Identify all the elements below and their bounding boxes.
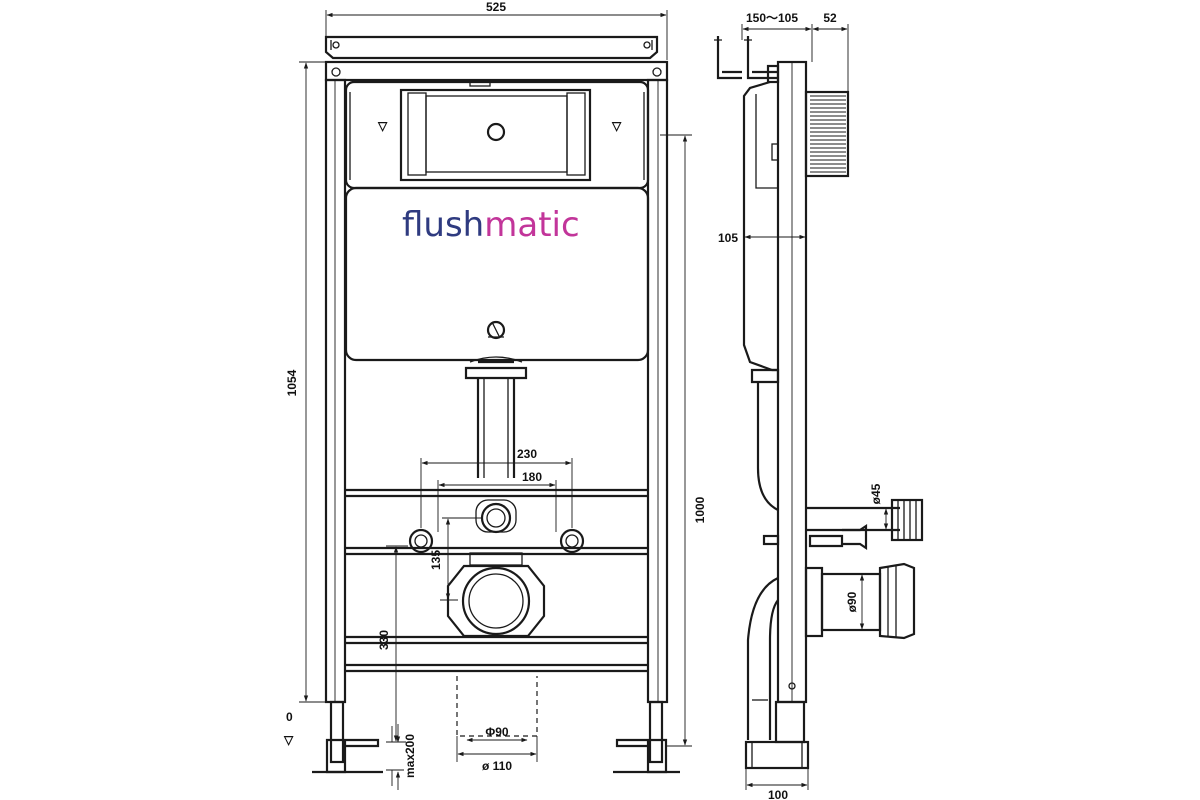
dim-525-label: 525: [486, 0, 506, 14]
side-supply-threads: [897, 500, 917, 540]
side-foot-detail: [751, 742, 803, 768]
cistern-edge-lines: [349, 92, 645, 180]
waste-outlet-bore: [468, 573, 524, 629]
dim-100-label: 100: [768, 788, 788, 800]
dim-135-label: 135: [429, 550, 443, 570]
dim-180-label: 180: [522, 470, 542, 484]
side-foot: [744, 740, 810, 770]
flush-plate-opening: [425, 95, 568, 173]
bolt-left-inner: [414, 534, 428, 548]
brand-logo: flushmatic: [402, 205, 580, 245]
cross-rail-1: [345, 488, 648, 498]
front-view: ▽ ▽ flushmatic: [283, 0, 707, 790]
frame-top-rail: [324, 60, 669, 82]
side-cistern-chamber: [755, 94, 778, 189]
bracket-hole-left: [332, 41, 340, 49]
zero-level-symbol: ▽: [283, 733, 294, 747]
dim-outer-pipe-label: ø 110: [482, 759, 512, 773]
side-supply-valve: [808, 534, 844, 548]
dim-52-label: 52: [823, 11, 837, 25]
side-bracket-1: [716, 36, 742, 80]
dim-180-extensions: [437, 480, 557, 532]
side-waste-seal: [878, 562, 916, 640]
hidden-drain-pipe: [456, 676, 538, 737]
side-cistern: [742, 80, 778, 372]
side-top-clip: [766, 64, 780, 84]
cistern-body: [344, 186, 650, 362]
bracket-tabs: [330, 40, 653, 50]
bracket-hole-right: [643, 41, 651, 49]
drain-valve: [486, 320, 506, 340]
dim-inner-pipe-label: Φ90: [485, 725, 509, 739]
top-bracket: [324, 35, 659, 60]
side-pipe-flange: [750, 368, 780, 384]
dim-230-label: 230: [517, 447, 537, 461]
side-view: 150～105 52 105 ø45 ø90 100: [714, 11, 924, 800]
foot-right: [615, 738, 668, 774]
dim-230-extensions: [420, 458, 573, 528]
bolt-right: [559, 528, 585, 554]
side-bracket-2: [746, 36, 778, 80]
side-flush-pipe: [756, 382, 779, 511]
dim-1000-label: 1000: [693, 496, 707, 523]
frame-leg-right: [646, 78, 669, 704]
dim-1054-extensions: [299, 61, 326, 703]
dim-1000-extensions: [660, 134, 692, 747]
brand-prefix: flush: [402, 205, 484, 245]
waste-outlet-ring: [461, 566, 531, 636]
pipe-flange: [464, 366, 528, 380]
bolt-right-inner: [565, 534, 579, 548]
side-supply-nut: [842, 523, 868, 551]
cistern-marker-left: ▽: [377, 119, 388, 133]
leg-extension-left: [329, 700, 345, 764]
flush-plate-mount: [399, 88, 592, 182]
dim-525-extensions: [325, 10, 668, 60]
side-supply-stop: [762, 534, 780, 546]
side-leg-lower: [774, 700, 806, 744]
dim-waste-label: ø90: [845, 591, 859, 612]
dim-1054-label: 1054: [285, 369, 299, 396]
dim-100-extensions: [745, 768, 809, 790]
zero-level-label: 0: [286, 710, 293, 724]
dim-depth-range-extensions: [741, 24, 813, 62]
leg-extension-right: [648, 700, 664, 764]
foot-left: [325, 738, 380, 774]
flush-actuator: [486, 122, 506, 142]
cistern-marker-right: ▽: [611, 119, 622, 133]
dim-max200-label: max200: [403, 734, 417, 778]
dim-supply-extensions: [880, 507, 892, 531]
side-waste-collar: [804, 566, 824, 638]
side-waste-seal-lines: [887, 565, 897, 637]
rail-screw-right: [652, 67, 662, 77]
plate-clip-right: [566, 92, 586, 176]
rail-screw-left: [331, 67, 341, 77]
brand-suffix: matic: [484, 205, 579, 245]
side-valve-clip: [771, 143, 779, 161]
inlet-connector-ring: [480, 502, 512, 534]
side-supply-fitting: [890, 498, 924, 542]
dim-depth-range-label: 150～105: [746, 11, 798, 25]
dim-135-extensions: [440, 517, 482, 601]
drain-valve-detail: [488, 321, 504, 339]
inlet-connector-bore: [486, 508, 506, 528]
dim-supply-label: ø45: [869, 483, 883, 504]
plate-clip-left: [407, 92, 427, 176]
side-flush-box: [804, 90, 850, 178]
side-flush-box-ribs: [810, 95, 846, 173]
dim-105-label: 105: [718, 231, 738, 245]
inlet-nipple: [469, 79, 491, 87]
frame-leg-left: [324, 78, 347, 704]
cross-rail-4: [345, 663, 648, 673]
dim-pipe-extensions: [456, 736, 538, 762]
bolt-left: [408, 528, 434, 554]
side-frame-hole: [788, 682, 796, 690]
dim-330-label: 330: [377, 630, 391, 650]
dim-max200-extensions: [386, 726, 404, 786]
pipe-cap: [469, 356, 523, 363]
side-waste-bend: [746, 577, 779, 740]
